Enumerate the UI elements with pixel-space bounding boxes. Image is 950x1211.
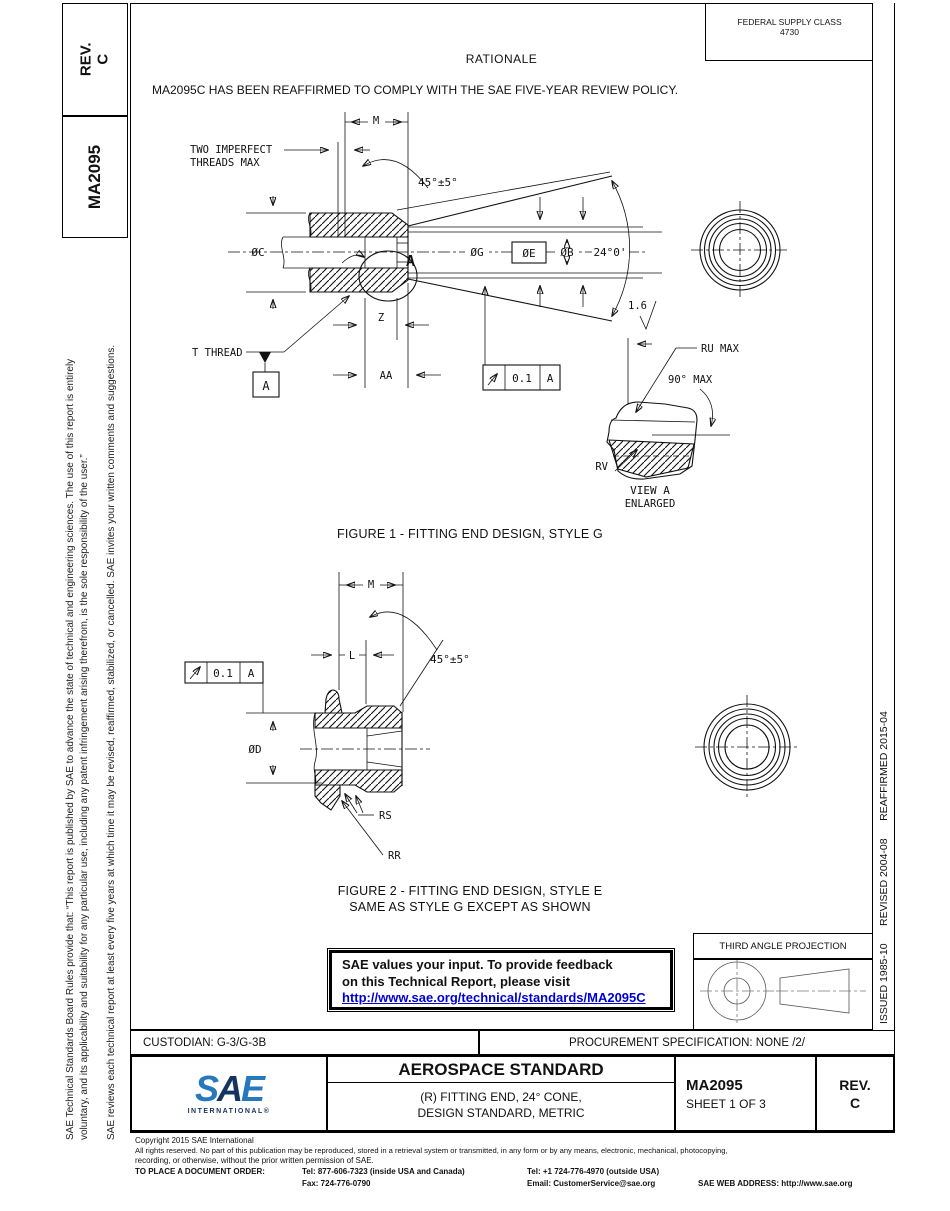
feedback-line2: on this Technical Report, please visit <box>342 973 571 989</box>
fig2-dia-d: ØD <box>248 743 261 756</box>
sae-logo-e: E <box>241 1068 265 1109</box>
fig1-two-imperfect-2: THREADS MAX <box>190 157 260 169</box>
sae-logo: SAE INTERNATIONAL® <box>132 1057 328 1130</box>
rev-box-value: C <box>94 54 112 65</box>
footer-rights-2: recording, or otherwise, without the pri… <box>135 1156 374 1165</box>
fig1-detail-a: A <box>406 252 415 270</box>
legal-note-line2: voluntary, and its applicability and sui… <box>79 454 90 1140</box>
footer-email: Email: CustomerService@sae.org <box>527 1179 656 1188</box>
rationale-title: RATIONALE <box>465 52 538 66</box>
figure1-caption: FIGURE 1 - FITTING END DESIGN, STYLE G <box>337 527 603 541</box>
fig1-view-a <box>606 401 698 480</box>
custodian-row: CUSTODIAN: G-3/G-3B PROCUREMENT SPECIFIC… <box>130 1030 895 1055</box>
standard-subtitle-2: DESIGN STANDARD, METRIC <box>417 1106 585 1120</box>
fig2-fcf-datum: A <box>248 667 255 680</box>
federal-supply-class-box: FEDERAL SUPPLY CLASS 4730 <box>705 3 873 61</box>
footer-fax: Fax: 724-776-0790 <box>302 1179 371 1188</box>
footer-tel-outside: Tel: +1 724-776-4970 (outside USA) <box>527 1167 660 1176</box>
doc-number: MA2095 <box>686 1076 743 1094</box>
fig1-ru-max: RU MAX <box>701 343 740 355</box>
fig1-dim-m: M <box>373 115 379 127</box>
fig1-roughness: 1.6 <box>628 300 647 312</box>
third-angle-projection-box: THIRD ANGLE PROJECTION <box>693 933 873 1030</box>
doc-number-side: MA2095 <box>85 144 105 210</box>
footer-order-label: TO PLACE A DOCUMENT ORDER: <box>135 1167 265 1176</box>
fig2-end-view <box>695 695 799 799</box>
sheet-number: SHEET 1 OF 3 <box>686 1096 766 1111</box>
fsc-label: FEDERAL SUPPLY CLASS <box>737 17 842 27</box>
rev-box: REV. C <box>62 3 128 116</box>
feedback-link[interactable]: http://www.sae.org/technical/standards/M… <box>342 990 646 1005</box>
feedback-box: SAE values your input. To provide feedba… <box>327 948 675 1012</box>
sae-logo-s: S <box>194 1068 219 1109</box>
fig1-dia-e: ØE <box>522 247 535 260</box>
fig1-view-a-label: VIEW A <box>630 484 670 497</box>
standard-title-cell: AEROSPACE STANDARD (R) FITTING END, 24° … <box>328 1057 676 1130</box>
doc-number-box: MA2095 <box>62 116 128 238</box>
sae-logo-international: INTERNATIONAL® <box>187 1108 271 1115</box>
fig2-dimensions <box>184 572 444 856</box>
fig2-dim-m: M <box>368 579 374 591</box>
fig1-angle-45: 45°±5° <box>418 176 458 189</box>
revision-sidebar <box>873 3 895 1030</box>
content-frame <box>130 3 873 1030</box>
fig2-dim-l: L <box>349 650 355 662</box>
footer-copyright: Copyright 2015 SAE International <box>135 1136 254 1145</box>
fig1-enlarged-label: ENLARGED <box>625 498 676 510</box>
fig1-rv: RV <box>595 461 608 473</box>
rationale-text: MA2095C HAS BEEN REAFFIRMED TO COMPLY WI… <box>152 83 679 97</box>
fig1-cone-angle: 24°0' <box>593 246 626 259</box>
rev-box-label: REV. <box>77 42 95 77</box>
fig2-rr: RR <box>388 850 401 862</box>
fig1-angle-90: 90° MAX <box>668 374 713 386</box>
fig1-dia-c: ØC <box>251 246 264 259</box>
figure2-caption-line1: FIGURE 2 - FITTING END DESIGN, STYLE E <box>337 884 603 898</box>
sae-logo-a: A <box>217 1068 243 1109</box>
footer-rights-1: All rights reserved. No part of this pub… <box>135 1146 728 1155</box>
fig1-t-thread: T THREAD <box>192 347 243 359</box>
fig1-dimensions <box>246 112 730 436</box>
fig1-end-view <box>691 201 789 299</box>
rev-cell: REV. C <box>817 1057 893 1130</box>
fig1-dim-aa: AA <box>380 370 393 382</box>
legal-note-para2: SAE reviews each technical report at lea… <box>106 344 117 1140</box>
feedback-line1: SAE values your input. To provide feedba… <box>342 957 613 972</box>
legal-note-line1: SAE Technical Standards Board Rules prov… <box>64 248 92 1140</box>
fig1-datum-a: A <box>262 379 270 393</box>
standard-title: AEROSPACE STANDARD <box>328 1057 674 1083</box>
third-angle-projection-symbol <box>700 957 866 1023</box>
fig2-fcf-tolerance: 0.1 <box>213 667 233 680</box>
figure2-drawing: M L 45°±5° 0.1 A ØD RS RR <box>184 572 799 862</box>
third-angle-projection-title: THIRD ANGLE PROJECTION <box>694 934 872 960</box>
fig2-angle-45: 45°±5° <box>430 653 470 666</box>
fig1-fcf-tolerance: 0.1 <box>512 372 532 385</box>
figure1-drawing: M TWO IMPERFECT THREADS MAX 45°±5° ØC ØG… <box>190 112 789 510</box>
custodian-cell: CUSTODIAN: G-3/G-3B <box>130 1030 479 1055</box>
figure2-caption-line2: SAME AS STYLE G EXCEPT AS SHOWN <box>349 900 591 914</box>
doc-number-cell: MA2095 SHEET 1 OF 3 <box>676 1057 817 1130</box>
fig1-dia-g: ØG <box>470 246 483 259</box>
fig2-body <box>313 689 403 811</box>
fig1-two-imperfect-1: TWO IMPERFECT <box>190 144 273 156</box>
footer-web: SAE WEB ADDRESS: http://www.sae.org <box>698 1179 853 1188</box>
footer-tel-inside: Tel: 877-606-7323 (inside USA and Canada… <box>302 1167 465 1176</box>
fig1-fcf-datum: A <box>547 372 554 385</box>
procurement-cell: PROCUREMENT SPECIFICATION: NONE /2/ <box>479 1030 895 1055</box>
fig2-rs: RS <box>379 810 392 822</box>
fsc-value: 4730 <box>780 27 799 37</box>
rev-cell-value: C <box>849 1094 861 1111</box>
fig1-dim-z: Z <box>378 312 384 324</box>
standard-subtitle-1: (R) FITTING END, 24° CONE, <box>420 1090 582 1104</box>
rev-cell-label: REV. <box>839 1076 871 1093</box>
title-block: SAE INTERNATIONAL® AEROSPACE STANDARD (R… <box>130 1055 895 1133</box>
fig1-dia-b: ØB <box>560 246 574 259</box>
